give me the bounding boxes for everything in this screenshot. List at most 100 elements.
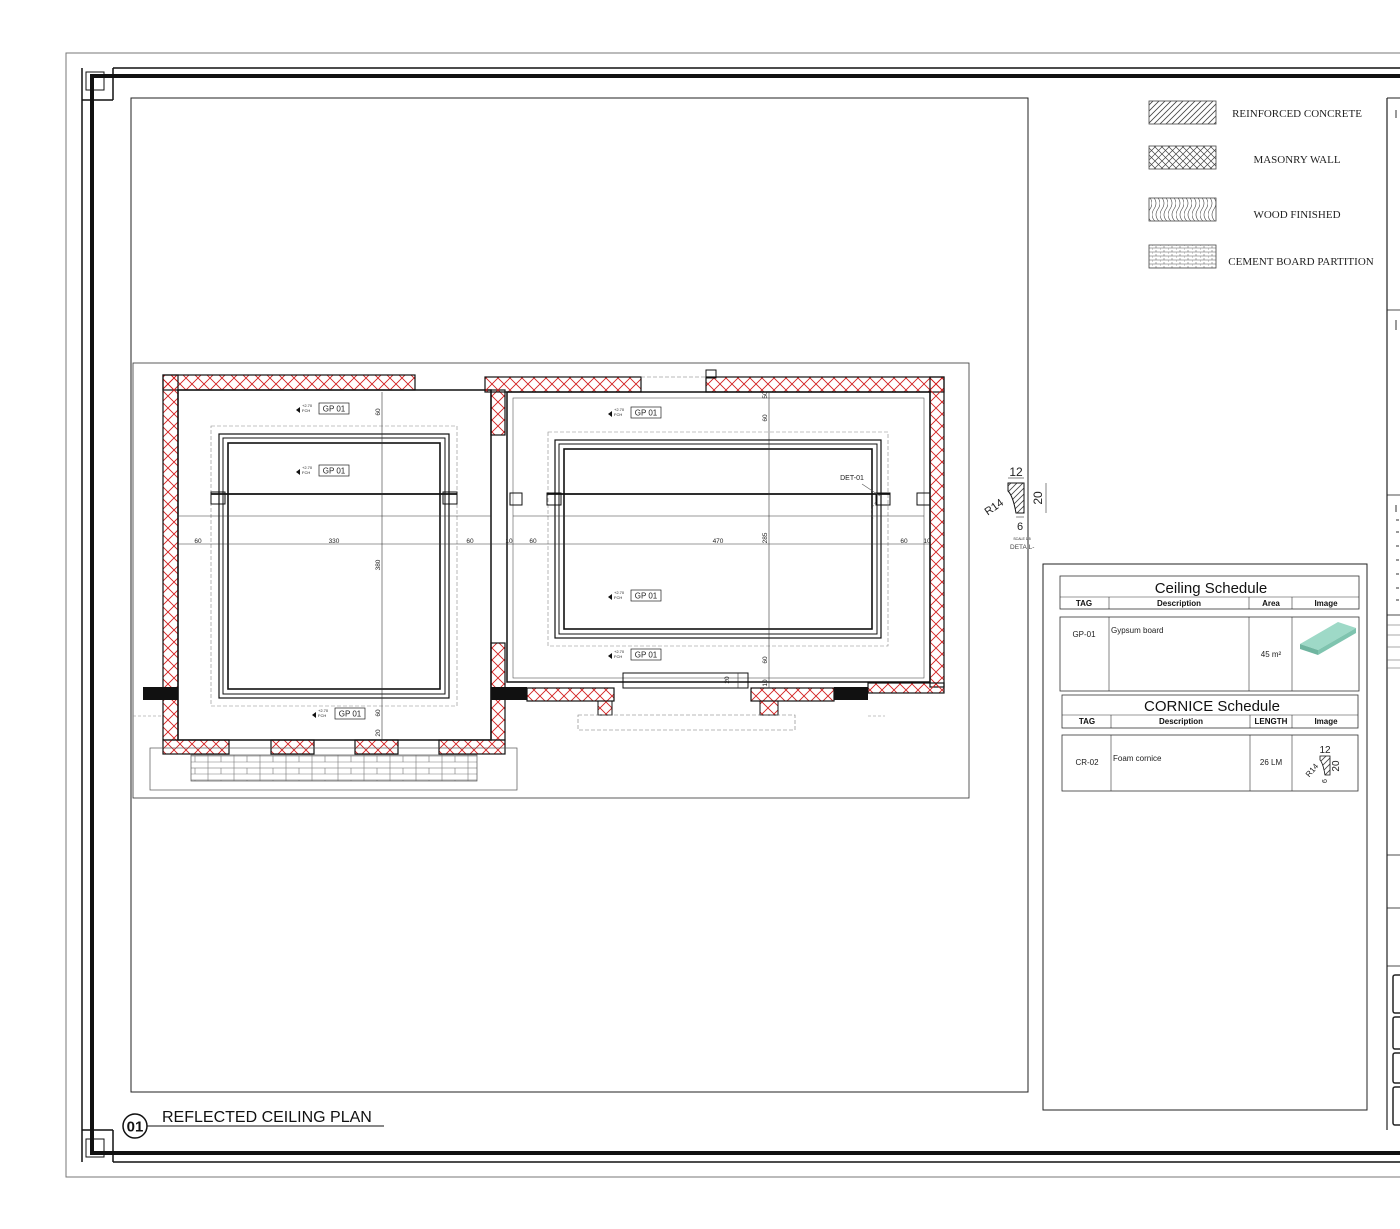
legend-label-wood: WOOD FINISHED bbox=[1253, 209, 1340, 221]
svg-text:GP 01: GP 01 bbox=[323, 405, 346, 414]
dim-right-4: 60 bbox=[900, 538, 908, 545]
ceiling-tag: +2.70 FCH GP 01 bbox=[608, 406, 662, 419]
cornice-profile-image: 12 20 R14 6 bbox=[1304, 745, 1342, 783]
cornice-header-description: Description bbox=[1159, 717, 1203, 726]
table-row: CR-02 Foam cornice 26 LM 12 20 R14 6 bbox=[1075, 745, 1342, 783]
left-room-walls bbox=[143, 374, 506, 755]
ceiling-header-tag: TAG bbox=[1076, 599, 1092, 608]
ceiling-row-tag: GP-01 bbox=[1072, 630, 1096, 639]
legend-label-concrete: REINFORCED CONCRETE bbox=[1232, 108, 1362, 120]
ceiling-header-area: Area bbox=[1262, 599, 1280, 608]
legend-swatch-masonry bbox=[1148, 145, 1217, 170]
sheet-border bbox=[65, 52, 1400, 1178]
cornice-schedule-title: CORNICE Schedule bbox=[1144, 698, 1280, 715]
right-ceiling-coffer bbox=[509, 431, 931, 647]
svg-text:GP 01: GP 01 bbox=[635, 409, 658, 418]
schedules-panel: Ceiling Schedule TAG Description Area Im… bbox=[1042, 563, 1368, 1111]
ceiling-tag: +2.70 FCH GP 01 bbox=[296, 402, 350, 415]
ceiling-row-area: 45 m² bbox=[1261, 650, 1282, 659]
cornice-row-length: 26 LM bbox=[1260, 758, 1283, 767]
svg-text:FCH: FCH bbox=[302, 470, 310, 475]
ceiling-row-description: Gypsum board bbox=[1111, 626, 1163, 635]
viewport-frame bbox=[130, 97, 1029, 1093]
legend-swatch-cement bbox=[1148, 244, 1217, 269]
svg-text:GP 01: GP 01 bbox=[635, 651, 658, 660]
cornice-height: 20 bbox=[1031, 491, 1045, 505]
svg-text:GP 01: GP 01 bbox=[323, 467, 346, 476]
cornice-schedule: CORNICE Schedule TAG Description LENGTH … bbox=[1061, 694, 1359, 792]
dim-left-1: 60 bbox=[194, 538, 202, 545]
svg-text:+2.70: +2.70 bbox=[614, 590, 625, 595]
ceiling-header-image: Image bbox=[1314, 599, 1338, 608]
table-row: GP-01 Gypsum board 45 m² bbox=[1072, 622, 1356, 659]
legend-swatch-concrete bbox=[1148, 100, 1217, 125]
vdim-left-3: 60 bbox=[375, 709, 382, 717]
cornice-base: 6 bbox=[1017, 521, 1023, 533]
svg-text:GP 01: GP 01 bbox=[635, 592, 658, 601]
dim-right-1: 10 bbox=[505, 538, 513, 545]
right-room-walls bbox=[484, 369, 945, 731]
vdim-left-2: 380 bbox=[375, 559, 382, 570]
ceiling-schedule-title: Ceiling Schedule bbox=[1155, 580, 1268, 597]
vdim-left-1: 60 bbox=[375, 408, 382, 416]
ceiling-plan: 60 330 60 10 60 470 60 10 60 380 60 20 5… bbox=[132, 362, 970, 799]
svg-text:+2.70: +2.70 bbox=[302, 465, 313, 470]
svg-text:GP 01: GP 01 bbox=[339, 710, 362, 719]
svg-text:20: 20 bbox=[1331, 760, 1342, 772]
drawing-title: REFLECTED CEILING PLAN bbox=[162, 1109, 372, 1126]
svg-text:FCH: FCH bbox=[302, 408, 310, 413]
ceiling-tag: +2.70 FCH GP 01 bbox=[296, 464, 350, 477]
ceiling-tag: +2.70 FCH GP 01 bbox=[608, 589, 662, 602]
cornice-header-length: LENGTH bbox=[1255, 717, 1288, 726]
vdim-left-4: 20 bbox=[375, 729, 382, 737]
drawing-title-block: 01 REFLECTED CEILING PLAN bbox=[122, 1109, 384, 1139]
svg-text:+2.70: +2.70 bbox=[614, 407, 625, 412]
dim-left-3: 60 bbox=[466, 538, 474, 545]
svg-text:+2.70: +2.70 bbox=[302, 403, 313, 408]
vdim-right-1: 50 bbox=[762, 391, 769, 399]
cornice-scale: SCALE 1:5 bbox=[1013, 537, 1030, 541]
small-dim: 20 bbox=[724, 676, 731, 684]
vdim-right-2: 60 bbox=[762, 414, 769, 422]
vdim-right-3: 285 bbox=[762, 532, 769, 543]
cornice-width: 12 bbox=[1009, 465, 1023, 479]
dim-right-3: 470 bbox=[713, 538, 724, 545]
ceiling-tag: +2.70 FCH GP 01 bbox=[608, 648, 662, 661]
left-ceiling-coffer bbox=[210, 425, 458, 707]
legend-label-cement: CEMENT BOARD PARTITION bbox=[1228, 256, 1373, 268]
ceiling-schedule: Ceiling Schedule TAG Description Area Im… bbox=[1059, 575, 1360, 692]
drawing-number: 01 bbox=[127, 1119, 144, 1136]
cornice-radius: R14 bbox=[983, 497, 1006, 518]
svg-text:R14: R14 bbox=[1304, 761, 1321, 778]
vdim-right-5: 10 bbox=[762, 679, 769, 687]
dim-left-2: 330 bbox=[329, 538, 340, 545]
svg-text:6: 6 bbox=[1322, 779, 1329, 783]
legend-swatch-wood bbox=[1148, 197, 1217, 222]
svg-text:+2.70: +2.70 bbox=[318, 708, 329, 713]
svg-text:+2.70: +2.70 bbox=[614, 649, 625, 654]
ceiling-tags: +2.70 FCH GP 01 +2.70 FCH GP 01 +2.70 FC… bbox=[296, 402, 662, 720]
legend-label-masonry: MASONRY WALL bbox=[1253, 154, 1340, 166]
ceiling-header-description: Description bbox=[1157, 599, 1201, 608]
dimension-lines bbox=[178, 392, 930, 740]
cornice-row-description: Foam cornice bbox=[1113, 754, 1162, 763]
cornice-header-tag: TAG bbox=[1079, 717, 1095, 726]
cornice-header-image: Image bbox=[1314, 717, 1338, 726]
svg-text:12: 12 bbox=[1319, 745, 1331, 756]
dim-right-5: 10 bbox=[923, 538, 931, 545]
svg-text:FCH: FCH bbox=[614, 412, 622, 417]
title-block bbox=[1386, 97, 1400, 1130]
svg-text:FCH: FCH bbox=[614, 595, 622, 600]
svg-text:FCH: FCH bbox=[318, 713, 326, 718]
gypsum-board-image bbox=[1300, 622, 1356, 655]
cornice-detail: 12 20 R14 6 SCALE 1:5 DETAIL- bbox=[983, 465, 1047, 551]
legend: REINFORCED CONCRETE MASONRY WALL WOOD FI… bbox=[1148, 100, 1374, 269]
cornice-detail-label: DETAIL- bbox=[1010, 544, 1034, 551]
detail-callout: DET-01 bbox=[840, 475, 864, 482]
vdim-right-4: 60 bbox=[762, 656, 769, 664]
ceiling-tag: +2.70 FCH GP 01 bbox=[312, 707, 366, 720]
svg-text:FCH: FCH bbox=[614, 654, 622, 659]
dim-right-2: 60 bbox=[529, 538, 537, 545]
plan-frame bbox=[132, 362, 970, 799]
